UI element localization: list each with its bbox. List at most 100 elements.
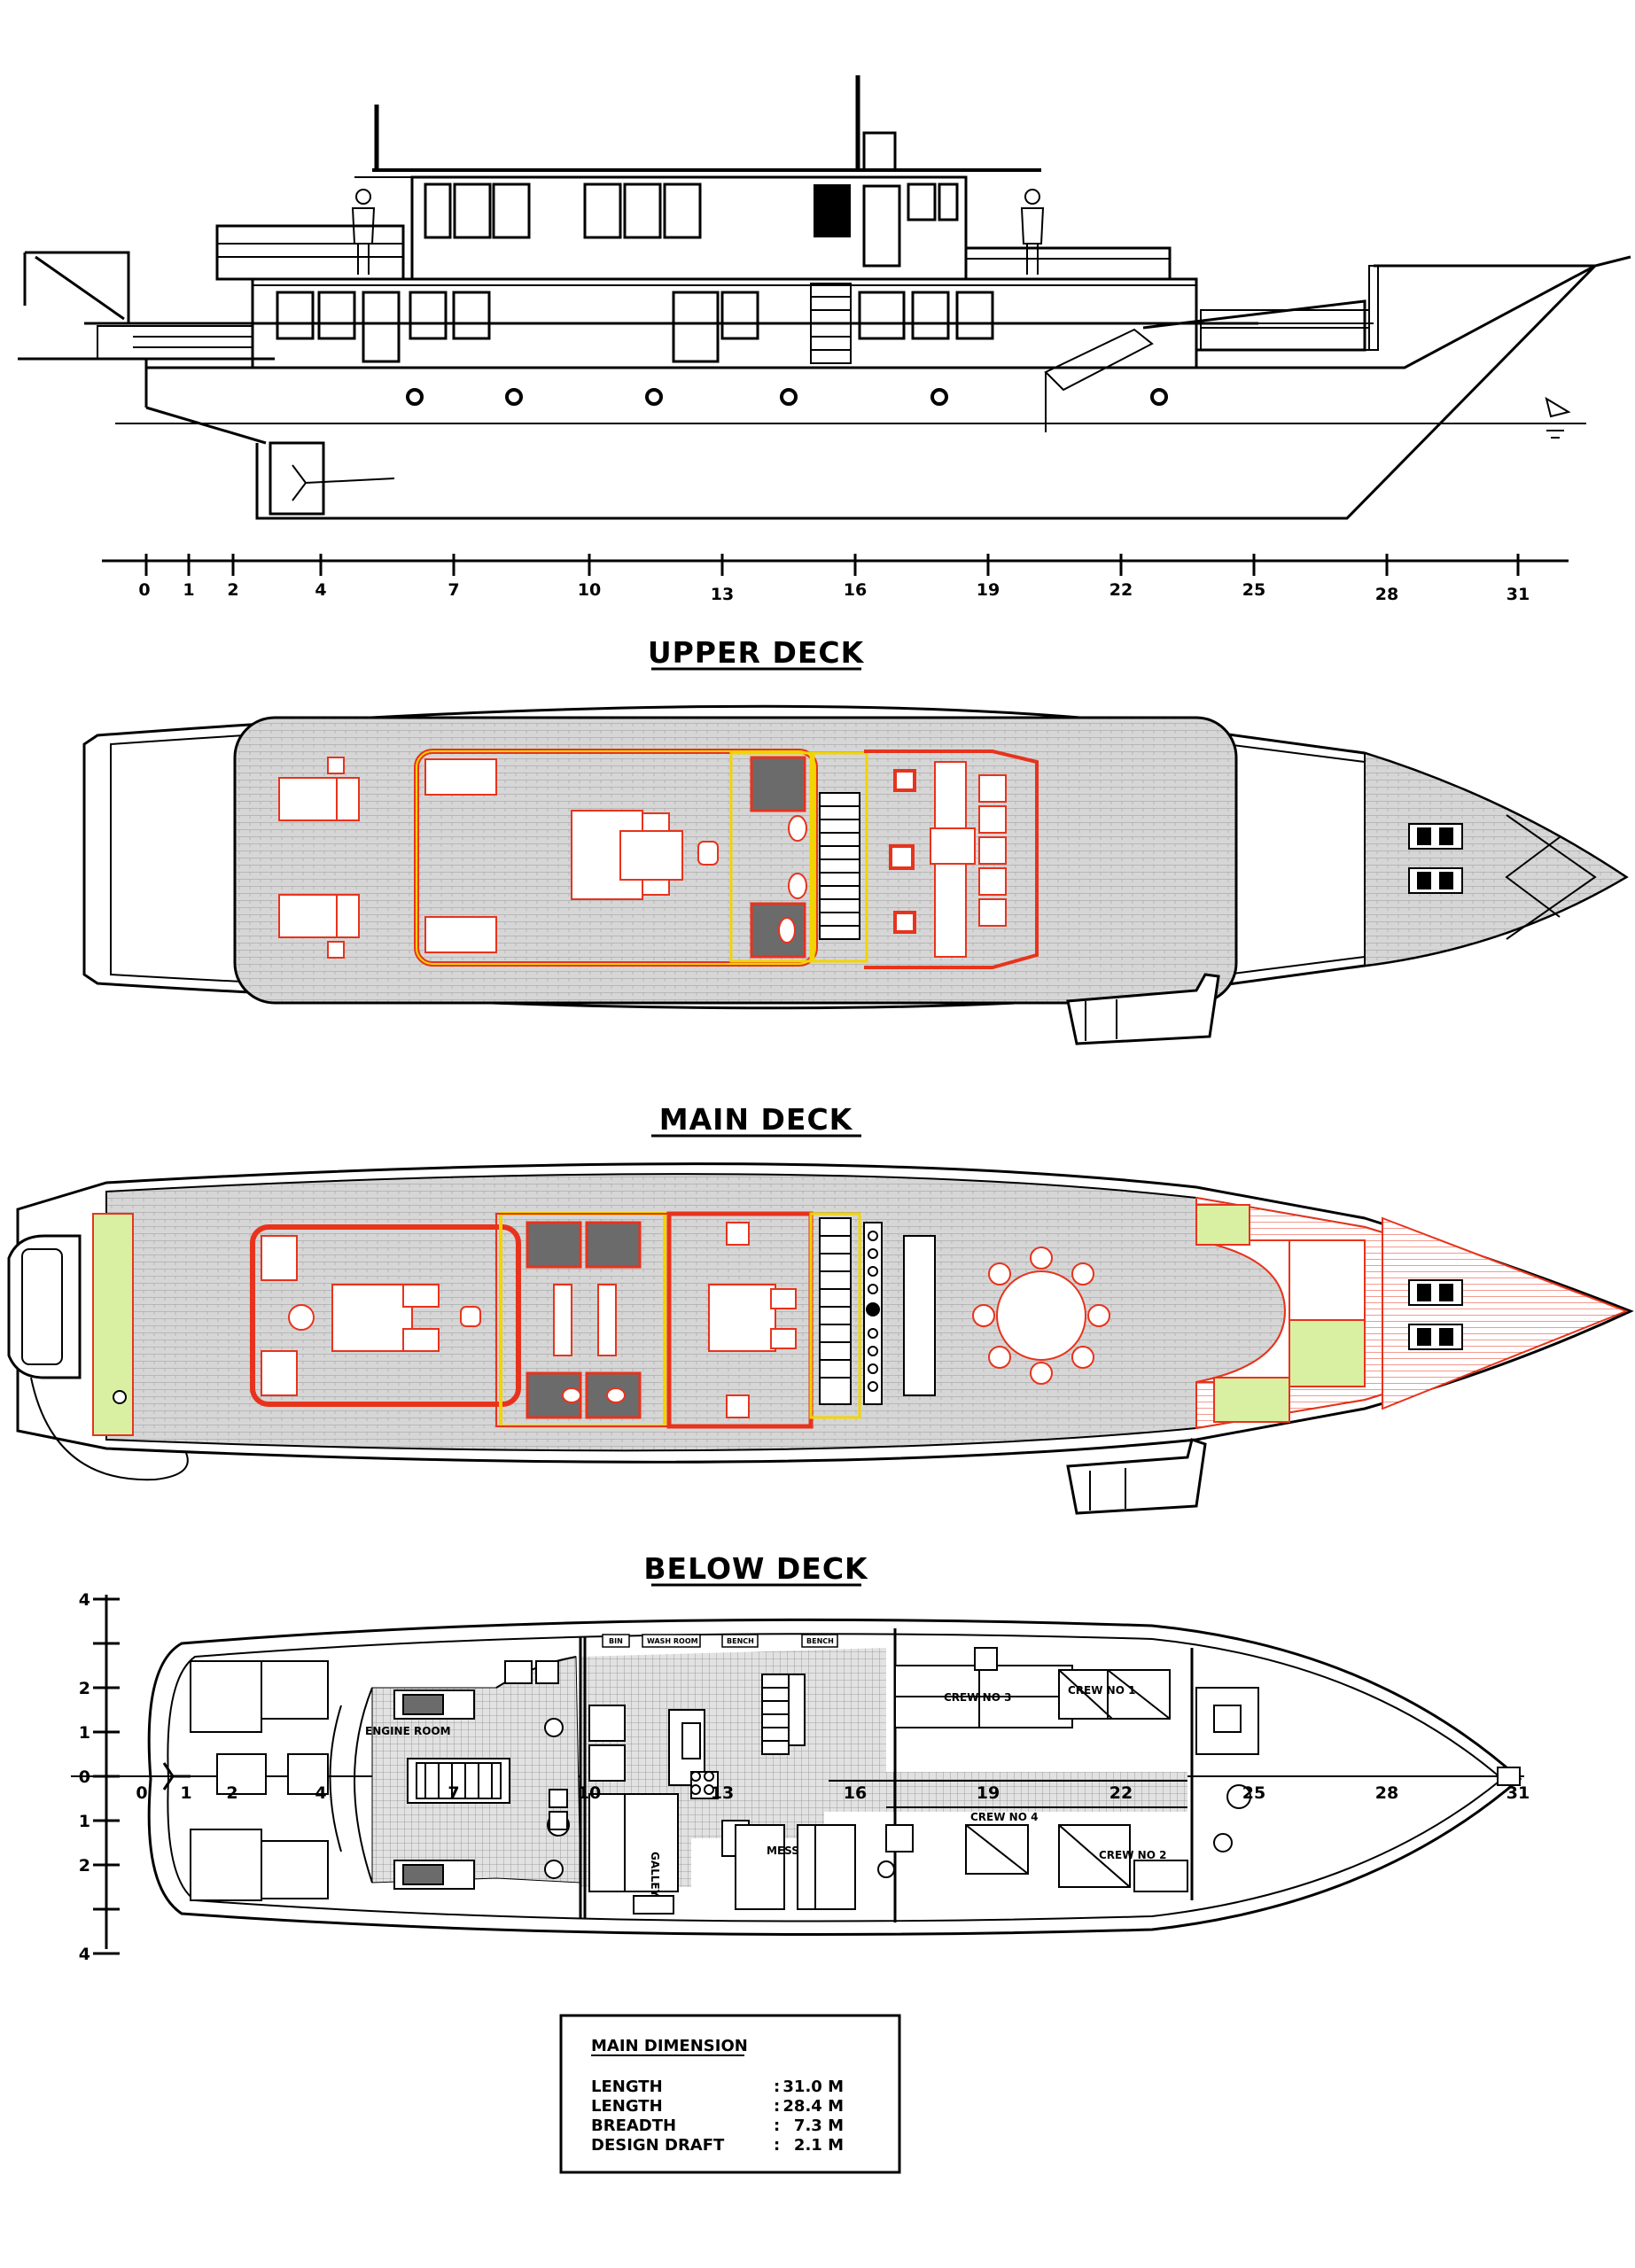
wine-rack (863, 1222, 883, 1405)
shower (526, 1221, 582, 1269)
crew-4-label: CREW NO 4 (970, 1811, 1038, 1823)
sofa (261, 1235, 298, 1281)
frame-label: 0 (136, 1783, 147, 1803)
main-deck-windows (276, 291, 994, 363)
dimension-separator: : (774, 2117, 780, 2135)
frame-label: 7 (448, 1783, 459, 1803)
waterline-marker-icon (1542, 396, 1571, 439)
frame-label: 2 (227, 580, 238, 600)
wardrobe (750, 756, 806, 812)
room-labels: ENGINE ROOM GALLEY MESS CREW NO 3 CREW N… (365, 1637, 1166, 1898)
dimension-separator: : (774, 2078, 780, 2096)
dimension-label: DESIGN DRAFT (591, 2136, 725, 2155)
side-scale-label: 4 (79, 1590, 90, 1610)
main-engine (407, 1758, 510, 1804)
portholes (406, 388, 1168, 406)
mess-label: MESS (767, 1845, 799, 1857)
stair (819, 792, 860, 940)
frame-label: 22 (1109, 1783, 1133, 1803)
main-dimension-title: MAIN DIMENSION (591, 2037, 748, 2055)
dimension-separator: : (774, 2136, 780, 2155)
anchor-winch (1408, 823, 1463, 894)
person-figure-icon (1020, 189, 1045, 275)
crew-1-label: CREW NO 1 (1068, 1684, 1135, 1697)
profile-frame-labels: 0 1 2 4 7 10 13 16 19 22 25 28 31 (138, 580, 1530, 604)
main-deck-title: MAIN DECK (659, 1102, 853, 1137)
frame-label: 13 (711, 1783, 734, 1803)
bench-label: BENCH (806, 1637, 834, 1645)
rudder-post-icon (162, 1762, 191, 1790)
frame-label: 10 (578, 1783, 601, 1803)
bin-label: BIN (609, 1637, 623, 1645)
dining-chairs (972, 1247, 1110, 1385)
frame-label: 28 (1375, 1783, 1398, 1803)
frame-label: 16 (844, 1783, 867, 1803)
frame-label: 1 (180, 1783, 191, 1803)
bed (331, 1284, 413, 1352)
aft-railing (133, 336, 253, 348)
boarding-steps (1066, 1438, 1207, 1515)
dimension-label: BREADTH (591, 2117, 676, 2135)
stern-davit (23, 251, 130, 323)
frame-label: 16 (844, 580, 867, 600)
vent-louvre (814, 184, 851, 237)
frame-label: 1 (183, 580, 194, 600)
anchor-winch (1408, 1279, 1463, 1350)
frame-label: 25 (1242, 1783, 1265, 1803)
frame-label: 31 (1507, 585, 1530, 604)
side-scale-label: 1 (79, 1723, 90, 1743)
upper-deck-title: UPPER DECK (648, 635, 865, 670)
propeller-icon (292, 464, 395, 501)
sunbed (278, 757, 360, 959)
bench-label: BENCH (727, 1637, 754, 1645)
main-deck-plan (7, 1162, 1634, 1515)
frame-label: 31 (1507, 1783, 1530, 1803)
sofa (261, 1350, 298, 1396)
frame-label: 22 (1109, 580, 1133, 600)
upper-deckhouse (410, 175, 968, 281)
boarding-ladder (1044, 328, 1154, 392)
tender-boat (7, 1234, 82, 1379)
side-profile (18, 75, 1631, 576)
sofa (424, 758, 497, 796)
crew-3-label: CREW NO 3 (944, 1691, 1011, 1704)
stair (810, 283, 852, 364)
shower (585, 1221, 642, 1269)
frame-label: 25 (1242, 580, 1265, 600)
frame-label: 7 (448, 580, 459, 600)
bed (708, 1284, 776, 1352)
frame-label: 19 (977, 1783, 1000, 1803)
dimension-separator: : (774, 2097, 780, 2116)
frame-label: 13 (711, 585, 734, 604)
boarding-steps (1066, 973, 1220, 1045)
frame-label: 19 (977, 580, 1000, 600)
crew-2-label: CREW NO 2 (1099, 1849, 1166, 1861)
dining-table (996, 1270, 1086, 1361)
frame-label: 0 (138, 580, 150, 600)
frame-label: 2 (226, 1783, 237, 1803)
galley-stove-icon (690, 1771, 714, 1795)
buffet-counter (903, 1235, 936, 1396)
frame-label: 4 (315, 580, 326, 600)
engine-room-label: ENGINE ROOM (365, 1725, 451, 1737)
below-deck-plan: 4 2 1 0 1 2 4 (71, 1590, 1524, 1964)
dimension-label: LENGTH (591, 2097, 663, 2116)
stair (761, 1674, 790, 1755)
main-dimension-box: MAIN DIMENSION LENGTH LENGTH BREADTH DES… (559, 2014, 901, 2174)
sofa (424, 916, 497, 953)
frame-scale (102, 554, 1569, 576)
below-frame-labels: 0 1 2 4 7 10 13 16 19 22 25 28 31 (136, 1783, 1530, 1803)
upper-deck-windows (424, 183, 959, 268)
dimension-value: 28.4 M (782, 2097, 844, 2116)
side-scale-label: 1 (79, 1812, 90, 1831)
galley-label: GALLEY (649, 1852, 661, 1898)
wash-room-label: WASH ROOM (647, 1637, 698, 1645)
person-figure-icon (351, 189, 376, 275)
dimension-value: 31.0 M (782, 2078, 844, 2096)
side-scale-label: 4 (79, 1945, 90, 1964)
frame-label: 28 (1375, 585, 1398, 604)
generator (393, 1689, 475, 1890)
dimension-value: 2.1 M (794, 2136, 844, 2155)
toilet-icon (778, 917, 796, 944)
helm-seats (889, 769, 1007, 934)
